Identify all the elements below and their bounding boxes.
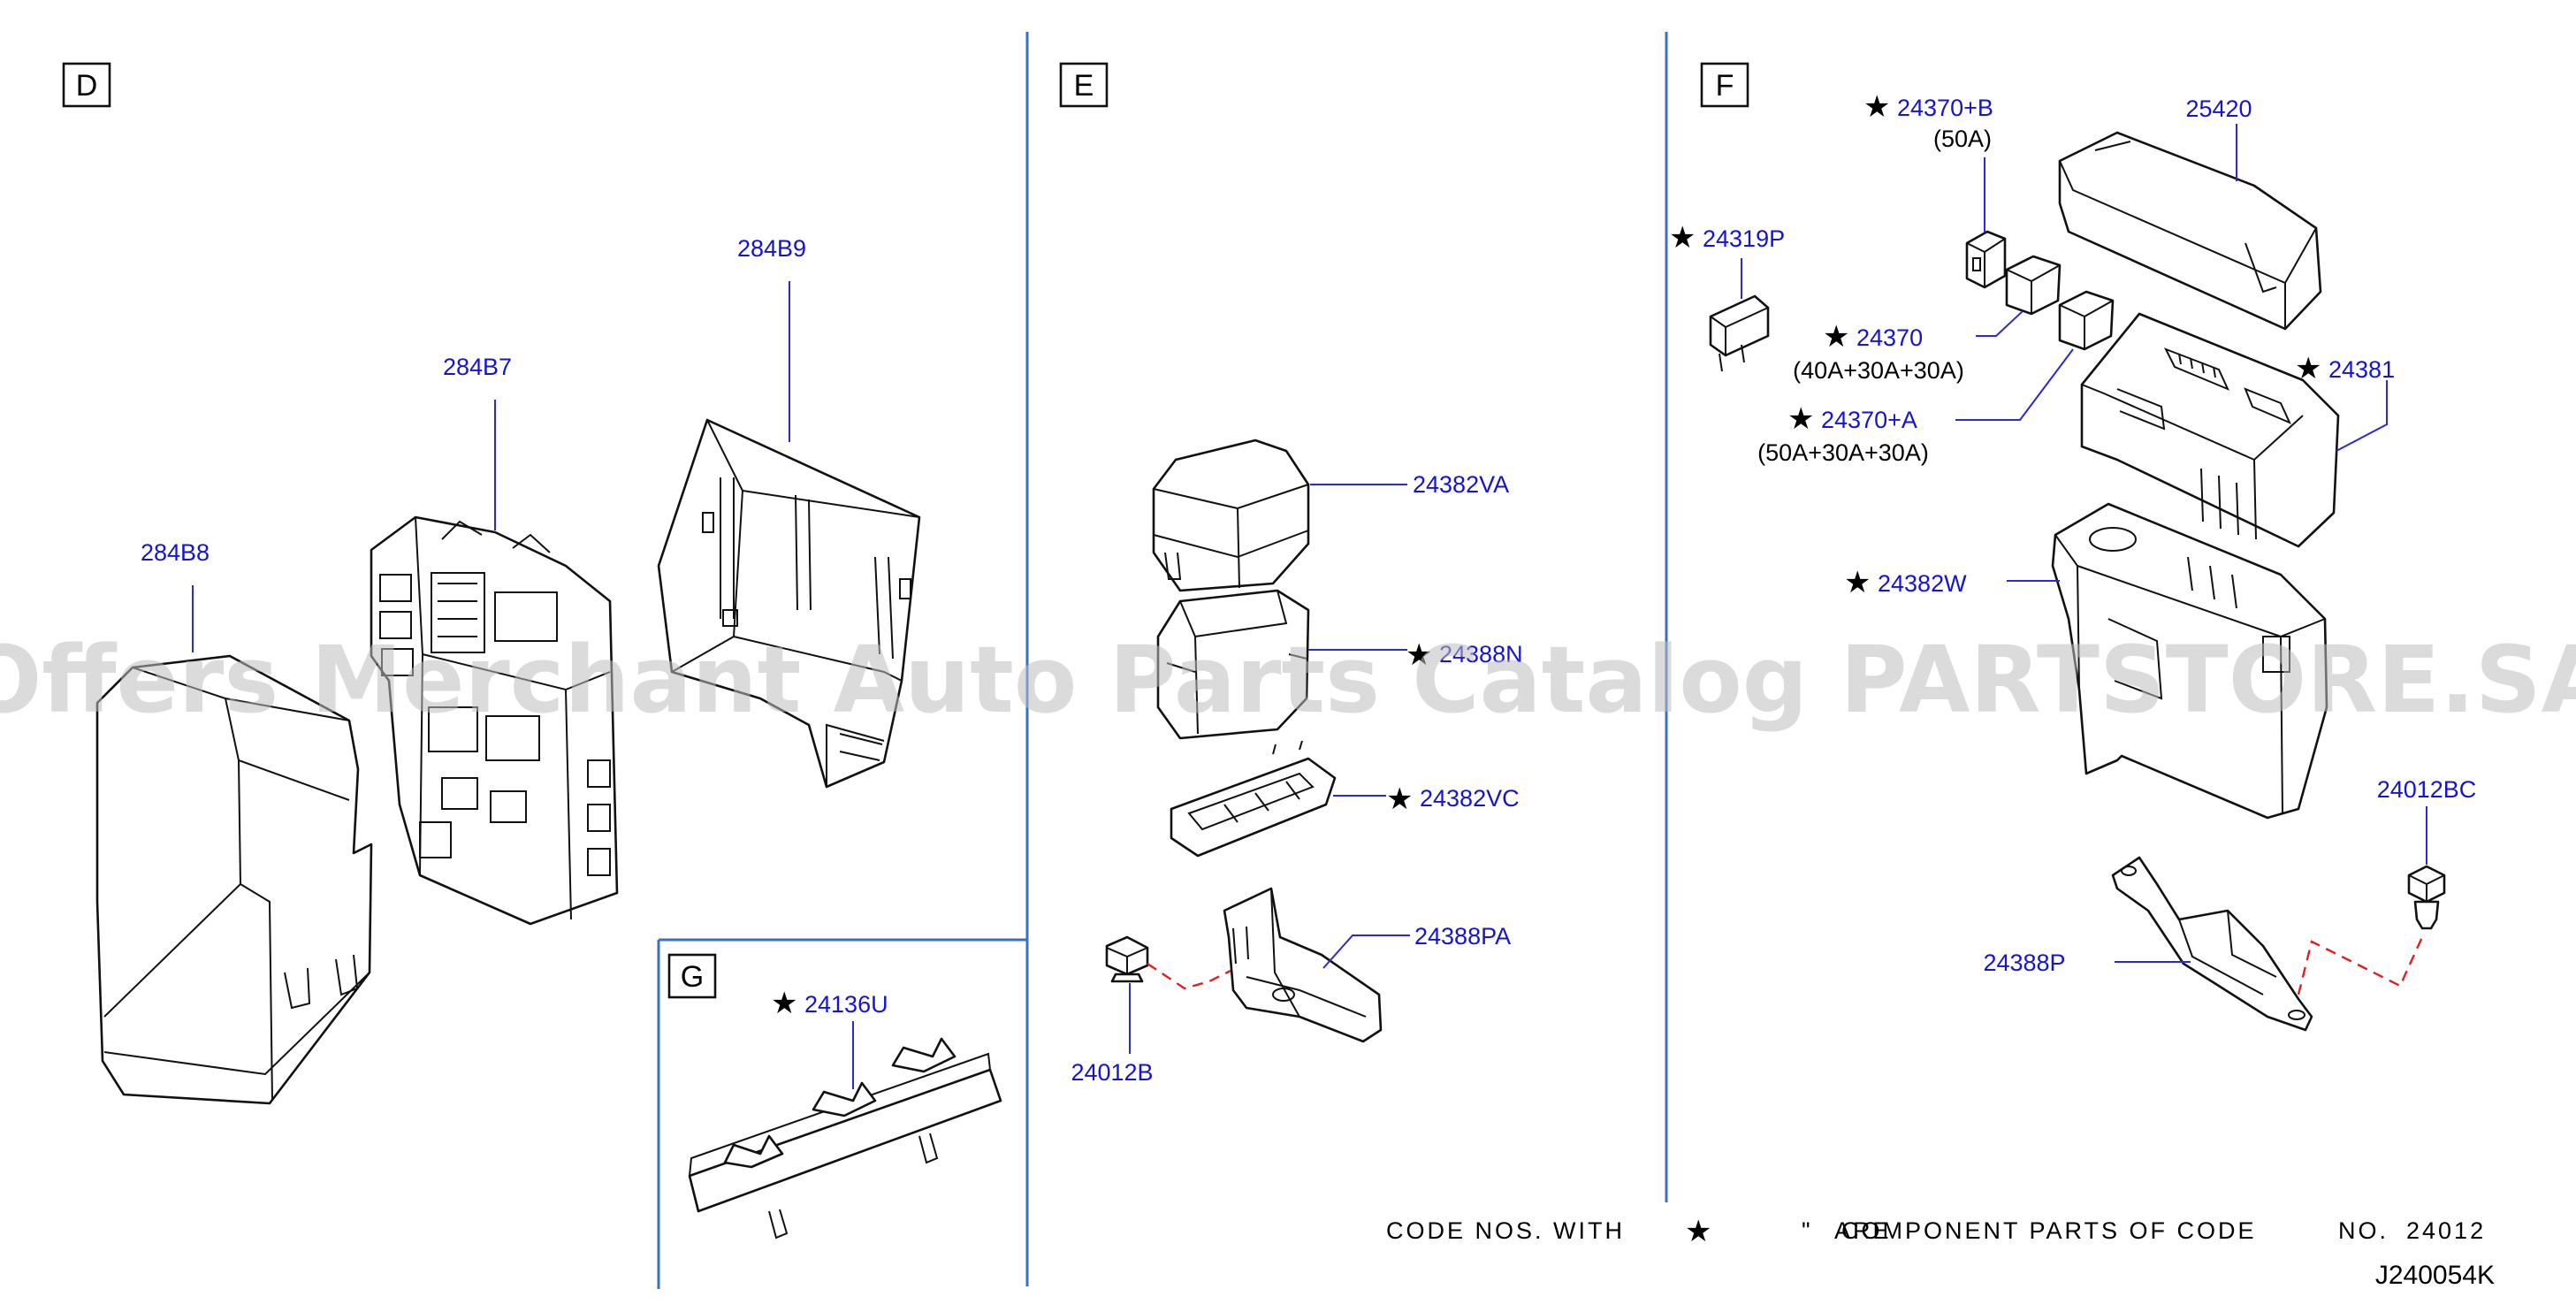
watermark: Offers Merchant Auto Parts Catalog PARTS… [0,626,2576,734]
footnote-no-value: 24012 [2406,1217,2486,1244]
part-note-24370: (40A+30A+30A) [1793,357,1964,384]
part-drawing-24370 [2005,255,2062,316]
part-label-284b8[interactable]: 284B8 [141,539,210,566]
part-drawing-24381 [2080,312,2340,548]
marker-star-icon: ★ [1787,401,1814,437]
part-drawing-24382w [2051,502,2328,820]
part-label-24370a[interactable]: 24370+A [1821,407,1917,433]
part-drawing-24370b [1965,230,2007,289]
marker-star-icon: ★ [2295,351,2321,386]
part-label-24370[interactable]: 24370 [1856,324,1923,351]
svg-text:F: F [1716,69,1734,103]
section-label-f: F [1700,62,1749,108]
part-label-284b7[interactable]: 284B7 [443,354,512,380]
marker-star-icon: ★ [771,986,797,1021]
svg-text:D: D [76,69,98,103]
marker-star-icon: ★ [1863,89,1890,125]
part-label-24382vb[interactable]: 24388N [1439,641,1523,667]
part-drawing-284b7 [370,515,619,926]
part-label-24388p[interactable]: 24388P [1983,950,2065,976]
part-drawing-25420 [2058,131,2322,331]
marker-star-icon: ★ [1386,782,1413,817]
footnote: CODE NOS. WITH ★ " ARE COMPONENT PARTS O… [1386,1214,2486,1249]
footnote-overlap: ARE [1834,1217,1892,1244]
part-label-24382vc[interactable]: 24382VC [1420,785,1520,812]
part-label-24012bc[interactable]: 24012BC [2377,776,2477,803]
part-drawing-24370a [2058,290,2115,351]
marker-star-icon: ★ [1844,565,1871,600]
part-drawing-24136u [688,1037,1002,1240]
part-label-24136u[interactable]: 24136U [804,991,888,1018]
part-drawing-24319p [1709,294,1770,372]
part-label-24388pa[interactable]: 24388PA [1414,923,1511,950]
part-label-24319p[interactable]: 24319P [1703,225,1785,252]
section-label-e: E [1059,62,1109,108]
footnote-quote: " [1802,1217,1813,1244]
part-drawing-24382va [1152,439,1310,592]
part-drawing-24012bc [2407,865,2446,930]
marker-star-icon: ★ [1823,319,1849,355]
marker-star-icon: ★ [1406,637,1432,673]
part-note-24370b: (50A) [1933,126,1992,152]
part-drawing-24382vb [1156,589,1310,740]
part-drawing-24012b [1105,935,1149,983]
part-label-24382va[interactable]: 24382VA [1413,471,1509,498]
part-drawing-284b8 [95,654,373,1105]
part-drawing-284b9 [657,418,921,789]
part-drawing-24388pa [1223,887,1383,1043]
part-note-24370a: (50A+30A+30A) [1757,439,1929,466]
part-label-284b9[interactable]: 284B9 [737,235,806,262]
section-dividers [657,32,1668,1289]
part-drawing-24382vc [1170,740,1337,858]
diagram-code: J240054K [2375,1261,2495,1290]
marker-star-icon: ★ [1685,1214,1711,1249]
part-label-24370b[interactable]: 24370+B [1897,95,1993,121]
footnote-no-label: NO. [2338,1217,2389,1244]
section-label-d: D [62,62,111,108]
section-label-g: G [667,953,717,999]
part-label-25420[interactable]: 25420 [2185,95,2252,122]
part-label-24382w[interactable]: 24382W [1878,570,1967,597]
part-label-24381[interactable]: 24381 [2328,356,2395,383]
footnote-prefix: CODE NOS. WITH [1386,1217,1625,1244]
part-drawing-24388p [2111,856,2313,1032]
part-label-24012b[interactable]: 24012B [1071,1059,1153,1086]
svg-text:G: G [681,960,704,994]
svg-text:E: E [1074,69,1094,103]
footnote-suffix: COMPONENT PARTS OF CODE [1841,1217,2257,1244]
marker-star-icon: ★ [1669,220,1696,256]
